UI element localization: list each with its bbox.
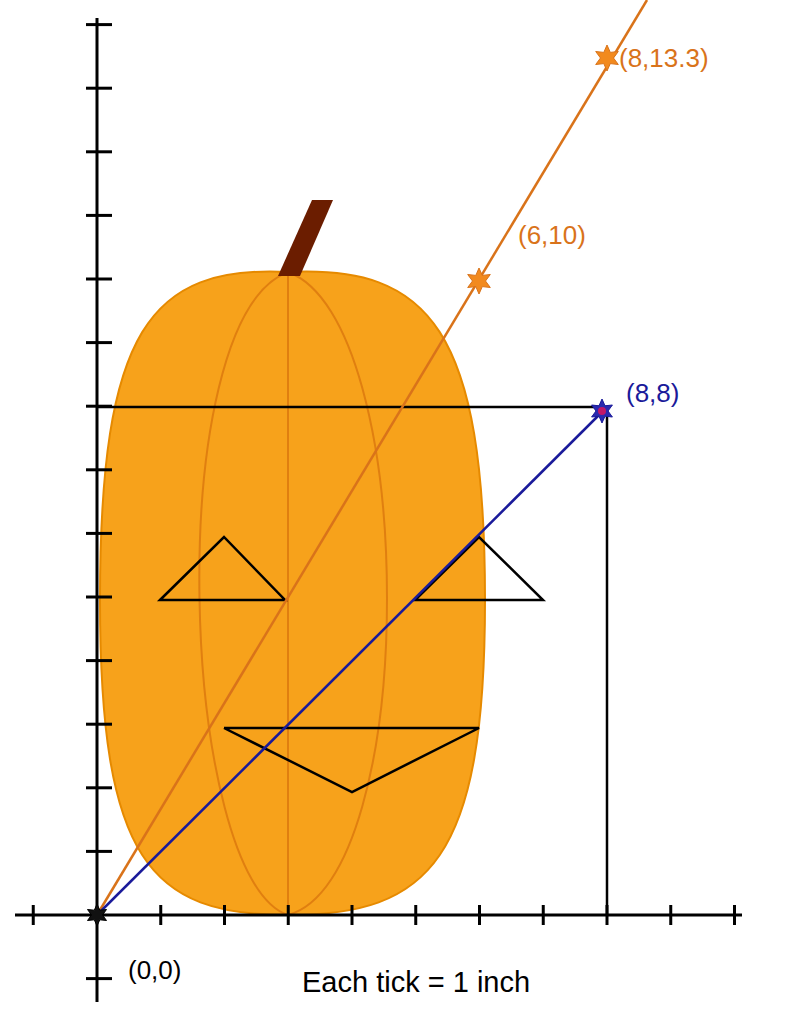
y-tick [86, 659, 112, 662]
origin-label: (0,0) [128, 957, 181, 983]
y-tick [86, 23, 112, 26]
pumpkin-stem [278, 200, 333, 276]
axes [15, 18, 742, 1002]
y-tick [86, 723, 112, 726]
point-star [88, 904, 107, 926]
pumpkin-body [100, 272, 485, 915]
y-tick [86, 532, 112, 535]
point-label: (6,10) [518, 222, 586, 248]
point-label: (8,13.3) [619, 45, 709, 71]
pumpkin-rib [288, 272, 387, 915]
x-tick [287, 905, 290, 925]
pumpkin-eye [415, 537, 543, 600]
square-side [97, 406, 607, 409]
point-star [592, 399, 613, 423]
y-tick [86, 214, 112, 217]
pumpkin-mouth [224, 728, 479, 792]
x-tick [223, 905, 226, 925]
x-tick [669, 905, 672, 925]
y-tick [86, 850, 112, 853]
pumpkin-rib [199, 272, 288, 915]
point-label: (8,8) [626, 380, 679, 406]
orange-line [97, 0, 647, 915]
square-side [606, 407, 609, 915]
x-tick [159, 905, 162, 925]
pumpkin-rib [287, 272, 289, 915]
point-dot [598, 407, 606, 415]
y-tick [86, 341, 112, 344]
x-tick [414, 905, 417, 925]
x-tick [32, 905, 35, 925]
scale-note: Each tick = 1 inch [302, 968, 530, 997]
pumpkin-eye [160, 537, 285, 600]
x-tick [351, 905, 354, 925]
point-star [468, 268, 491, 294]
x-tick [733, 905, 736, 925]
x-tick [542, 905, 545, 925]
y-tick [86, 468, 112, 471]
x-tick [478, 905, 481, 925]
y-tick [86, 596, 112, 599]
y-tick [86, 87, 112, 90]
blue-line [97, 410, 604, 915]
x-axis [15, 914, 742, 917]
y-tick [86, 786, 112, 789]
y-tick [86, 150, 112, 153]
point-markers [88, 45, 619, 926]
y-tick [86, 977, 112, 980]
y-tick [86, 278, 112, 281]
point-star [596, 45, 619, 71]
y-axis [96, 18, 99, 1002]
